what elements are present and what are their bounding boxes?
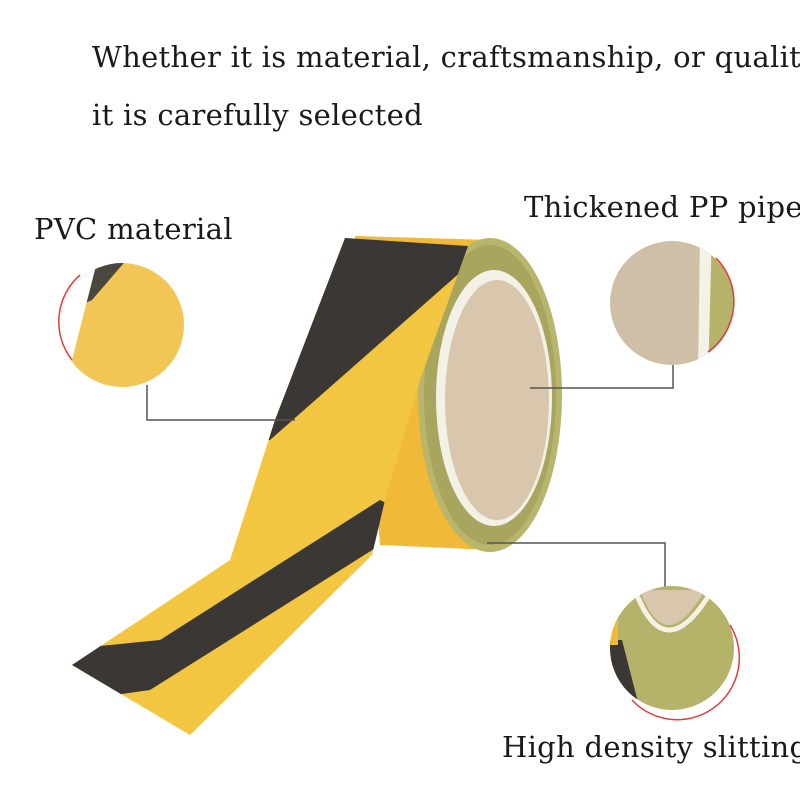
pp-core	[445, 280, 549, 520]
leader-line-pipe	[530, 365, 674, 389]
callout-label-slitting: High density slitting	[502, 730, 800, 764]
callout-label-pipe: Thickened PP pipe	[524, 190, 800, 224]
headline-line-1: Whether it is material, craftsmanship, o…	[92, 40, 800, 74]
callout-label-pvc: PVC material	[34, 212, 233, 246]
headline-line-2: it is carefully selected	[92, 98, 423, 132]
detail-circle-pvc	[58, 263, 184, 387]
leader-line-slitting	[487, 542, 666, 600]
detail-circle-pipe	[610, 241, 735, 365]
detail-circle-slitting	[610, 586, 741, 721]
leader-line-pvc	[146, 385, 295, 421]
